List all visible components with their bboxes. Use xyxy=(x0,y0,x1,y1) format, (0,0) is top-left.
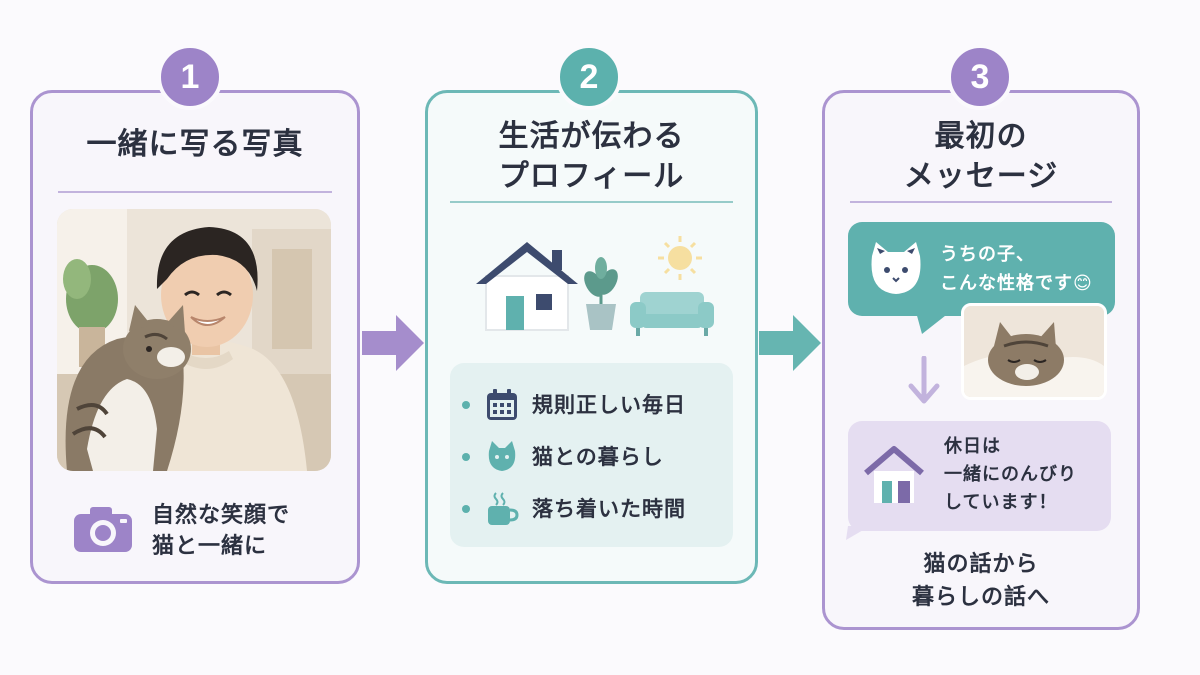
home-life-illustration xyxy=(470,232,720,342)
step1-caption-line-1: 自然な笑顔で xyxy=(152,503,291,528)
first-message-line-1: うちの子、 xyxy=(940,244,1035,265)
step3-footer-line-1: 猫の話から xyxy=(923,552,1039,577)
bullet-dot xyxy=(462,453,470,461)
plant-icon xyxy=(584,257,618,330)
mug-icon xyxy=(488,492,519,525)
lifestyle-list: 規則正しい毎日 猫との暮らし 落ち着いた時間 xyxy=(450,363,733,547)
step1-caption-text: 自然な笑顔で 猫と一緒に xyxy=(152,500,290,562)
arrow-step2-to-step3 xyxy=(759,315,821,371)
step3-title: 最初の メッセージ xyxy=(822,117,1140,197)
arrow-step1-to-step2 xyxy=(362,315,424,371)
message-bubble-tail xyxy=(916,312,950,334)
list-item: 規則正しい毎日 xyxy=(450,385,733,425)
second-message-line-2: 一緒にのんびり xyxy=(944,464,1077,485)
second-message-bubble: 休日は 一緒にのんびり しています！ xyxy=(848,421,1111,531)
step1-caption-line-2: 猫と一緒に xyxy=(152,534,268,559)
step1-badge: 1 xyxy=(157,44,223,110)
list-item-label: 猫との暮らし xyxy=(532,445,664,469)
sofa-icon xyxy=(630,292,714,336)
man-with-cat-illustration xyxy=(57,209,331,471)
step2-title: 生活が伝わる プロフィール xyxy=(425,117,758,197)
step1-title: 一緒に写る写真 xyxy=(86,127,304,162)
list-item-label: 規則正しい毎日 xyxy=(532,393,686,417)
list-item: 猫との暮らし xyxy=(450,437,733,477)
step1-caption: 自然な笑顔で 猫と一緒に xyxy=(72,500,342,562)
sleeping-cat-illustration xyxy=(964,306,1104,397)
first-message-bubble: うちの子、 こんな性格です😊 xyxy=(848,222,1115,316)
step3-title-line-1: 最初の xyxy=(934,119,1028,154)
step3-footer-line-2: 暮らしの話へ xyxy=(911,585,1050,610)
bullet-dot xyxy=(462,401,470,409)
step2-badge: 2 xyxy=(556,44,622,110)
house-icon xyxy=(476,242,578,331)
step3-badge: 3 xyxy=(947,44,1013,110)
calendar-icon xyxy=(487,389,517,420)
bullet-dot xyxy=(462,505,470,513)
step2-divider xyxy=(450,201,733,203)
step1-divider xyxy=(58,191,332,193)
step3-footer: 猫の話から 暮らしの話へ xyxy=(822,548,1140,614)
step2-title-line-2: プロフィール xyxy=(498,159,685,194)
list-item-label: 落ち着いた時間 xyxy=(532,497,686,521)
list-item: 落ち着いた時間 xyxy=(450,489,733,529)
second-message-text: 休日は 一緒にのんびり しています！ xyxy=(944,433,1077,517)
step2-title-line-1: 生活が伝わる xyxy=(498,119,685,154)
second-message-line-1: 休日は xyxy=(944,436,1001,457)
second-message-line-3: しています！ xyxy=(944,492,1058,513)
man-with-cat-photo xyxy=(57,209,331,471)
camera-icon xyxy=(74,507,132,552)
first-message-text: うちの子、 こんな性格です😊 xyxy=(940,240,1093,298)
down-arrow-icon xyxy=(908,356,940,404)
step3-divider xyxy=(850,201,1112,203)
house-icon xyxy=(864,446,924,503)
cat-face-icon xyxy=(871,242,921,294)
step3-title-line-2: メッセージ xyxy=(903,159,1059,194)
first-message-line-2: こんな性格です😊 xyxy=(940,273,1093,294)
sun-icon xyxy=(658,236,702,280)
cat-icon xyxy=(488,441,516,471)
sleeping-cat-photo xyxy=(961,303,1107,400)
